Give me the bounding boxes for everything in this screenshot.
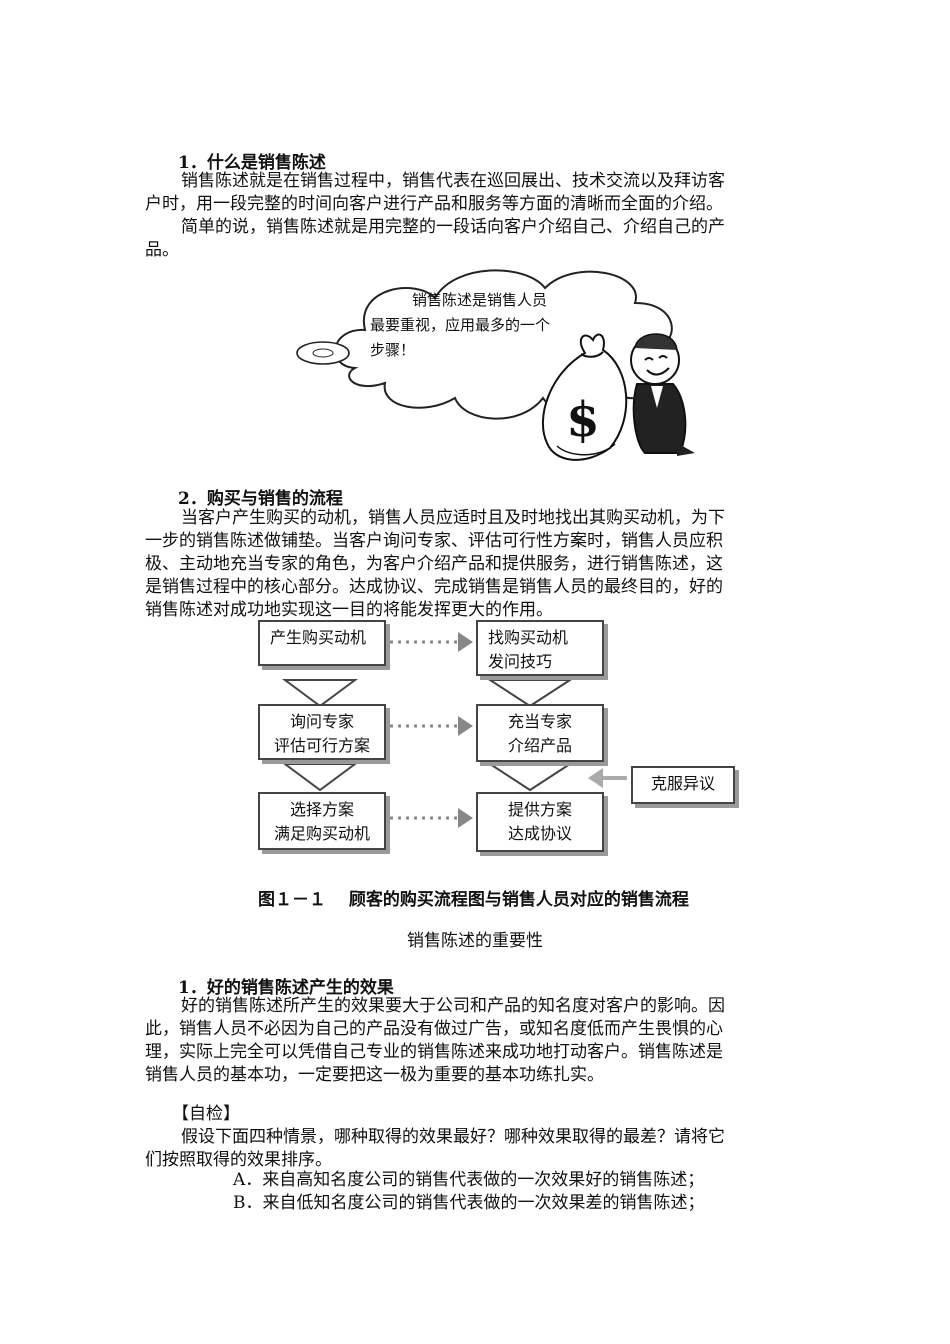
text-line: 销售陈述对成功地实现这一目的将能发挥更大的作用。 [145, 600, 553, 620]
text-line: 户时，用一段完整的时间向客户进行产品和服务等方面的清晰而全面的介绍。 [145, 194, 723, 214]
selfcheck-label: 【自检】 [172, 1104, 240, 1124]
box-text: 评估可行方案 [273, 736, 370, 755]
option-a: A．来自高知名度公司的销售代表做的一次效果好的销售陈述； [233, 1170, 705, 1190]
section2-heading: 2．购买与销售的流程 [178, 489, 343, 509]
speech-line: 最要重视，应用最多的一个 [370, 316, 551, 334]
cartoon-illustration: $ 销售陈述是销售人员 最要重视，应用最多的一个 步骤！ [285, 258, 705, 470]
box-text: 提供方案 [507, 800, 572, 819]
option-b: B．来自低知名度公司的销售代表做的一次效果差的销售陈述； [233, 1193, 705, 1213]
text-line: 当客户产生购买的动机，销售人员应适时且及时地找出其购买动机，为下 [181, 508, 725, 528]
figure-caption: 图１－１ 顾客的购买流程图与销售人员对应的销售流程 [258, 890, 689, 910]
selfcheck-options: A．来自高知名度公司的销售代表做的一次效果好的销售陈述； B．来自低知名度公司的… [233, 1169, 705, 1215]
flow-box-find-motive: 找购买动机 发问技巧 [476, 620, 604, 676]
speech-line: 销售陈述是销售人员 [412, 291, 548, 309]
speech-line: 步骤！ [370, 341, 416, 359]
section3-heading: 1．好的销售陈述产生的效果 [178, 978, 394, 998]
text-line: 简单的说，销售陈述就是用完整的一段话向客户介绍自己、介绍自己的产 [181, 217, 725, 237]
selfcheck-para: 假设下面四种情景，哪种取得的效果最好？哪种效果取得的最差？请将它 们按照取得的效… [145, 1126, 805, 1172]
section1-para2: 简单的说，销售陈述就是用完整的一段话向客户介绍自己、介绍自己的产 品。 [145, 216, 805, 262]
box-text: 发问技巧 [488, 652, 553, 671]
flow-box-generate-motive: 产生购买动机 [258, 620, 386, 666]
thought-bubble: $ [296, 269, 695, 461]
box-text: 产生购买动机 [270, 628, 367, 647]
text-line: 此，销售人员不必因为自己的产品没有做过广告，或知名度低而产生畏惧的心 [145, 1019, 723, 1039]
flow-box-provide-plan: 提供方案 达成协议 [476, 792, 604, 852]
section1-heading: 1．什么是销售陈述 [178, 153, 326, 173]
section3-para: 好的销售陈述所产生的效果要大于公司和产品的知名度对客户的影响。因 此，销售人员不… [145, 995, 805, 1087]
text-line: 品。 [145, 240, 179, 260]
box-text: 满足购买动机 [273, 824, 370, 843]
box-text: 克服异议 [650, 774, 715, 793]
money-bag-icon [542, 333, 628, 461]
box-text: 选择方案 [289, 800, 354, 819]
box-text: 询问专家 [289, 712, 354, 731]
flow-box-act-expert: 充当专家 介绍产品 [476, 704, 604, 762]
dollar-sign: $ [566, 392, 599, 448]
text-line: 理，实际上完全可以凭借自己专业的销售陈述来成功地打动客户。销售陈述是 [145, 1042, 723, 1062]
section2-para: 当客户产生购买的动机，销售人员应适时且及时地找出其购买动机，为下 一步的销售陈述… [145, 507, 805, 622]
box-text: 介绍产品 [507, 736, 572, 755]
text-line: 极、主动地充当专家的角色，为客户介绍产品和提供服务，进行销售陈述，这 [145, 554, 723, 574]
section-subtitle: 销售陈述的重要性 [407, 931, 543, 951]
speech-text: 销售陈述是销售人员 最要重视，应用最多的一个 步骤！ [370, 288, 550, 363]
flow-box-overcome-objection: 克服异议 [631, 766, 735, 804]
text-line: 们按照取得的效果排序。 [145, 1150, 332, 1170]
flow-connectors [281, 632, 627, 828]
box-text: 找购买动机 [488, 628, 569, 647]
text-line: 假设下面四种情景，哪种取得的效果最好？哪种效果取得的最差？请将它 [181, 1127, 725, 1147]
text-line: 一步的销售陈述做铺垫。当客户询问专家、评估可行性方案时，销售人员应积 [145, 531, 723, 551]
text-line: 销售人员的基本功，一定要把这一极为重要的基本功练扎实。 [145, 1065, 604, 1085]
section1-para1: 销售陈述就是在销售过程中，销售代表在巡回展出、技术交流以及拜访客 户时，用一段完… [145, 170, 805, 216]
businessman-icon [630, 333, 695, 456]
text-line: 销售陈述就是在销售过程中，销售代表在巡回展出、技术交流以及拜访客 [181, 171, 725, 191]
text-line: 是销售过程中的核心部分。达成协议、完成销售是销售人员的最终目的，好的 [145, 577, 723, 597]
flow-box-choose-plan: 选择方案 满足购买动机 [258, 792, 386, 850]
flow-box-consult-expert: 询问专家 评估可行方案 [258, 704, 386, 760]
text-line: 好的销售陈述所产生的效果要大于公司和产品的知名度对客户的影响。因 [181, 996, 725, 1016]
box-text: 充当专家 [507, 712, 572, 731]
box-text: 达成协议 [507, 824, 572, 843]
flow-diagram: 产生购买动机 询问专家 评估可行方案 选择方案 满足购买动机 找购买动机 发问技… [255, 618, 745, 863]
